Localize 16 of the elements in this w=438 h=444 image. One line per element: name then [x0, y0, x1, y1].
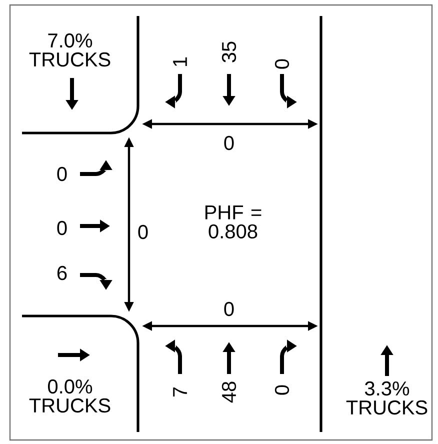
dimension-label: 0 [224, 136, 234, 150]
phf-label: PHF = 0.808 [205, 206, 262, 238]
volume-label: 7 [173, 387, 187, 397]
truck-percentage-label: 7.0% TRUCKS [29, 33, 110, 67]
volume-label: 6 [57, 266, 67, 280]
dimension-label: 0 [138, 224, 148, 240]
truck-percentage-label: 3.3% TRUCKS [346, 381, 428, 415]
volume-label: 1 [173, 57, 187, 66]
volume-label: 0 [274, 385, 290, 395]
volume-label: 0 [57, 166, 67, 182]
volume-label: 0 [57, 220, 67, 236]
dimension-label: 0 [224, 302, 234, 316]
volume-label: 35 [222, 42, 236, 62]
volume-label: 0 [274, 59, 290, 69]
truck-percentage-label: 0.0% TRUCKS [29, 379, 110, 413]
volume-label: 48 [222, 382, 236, 403]
